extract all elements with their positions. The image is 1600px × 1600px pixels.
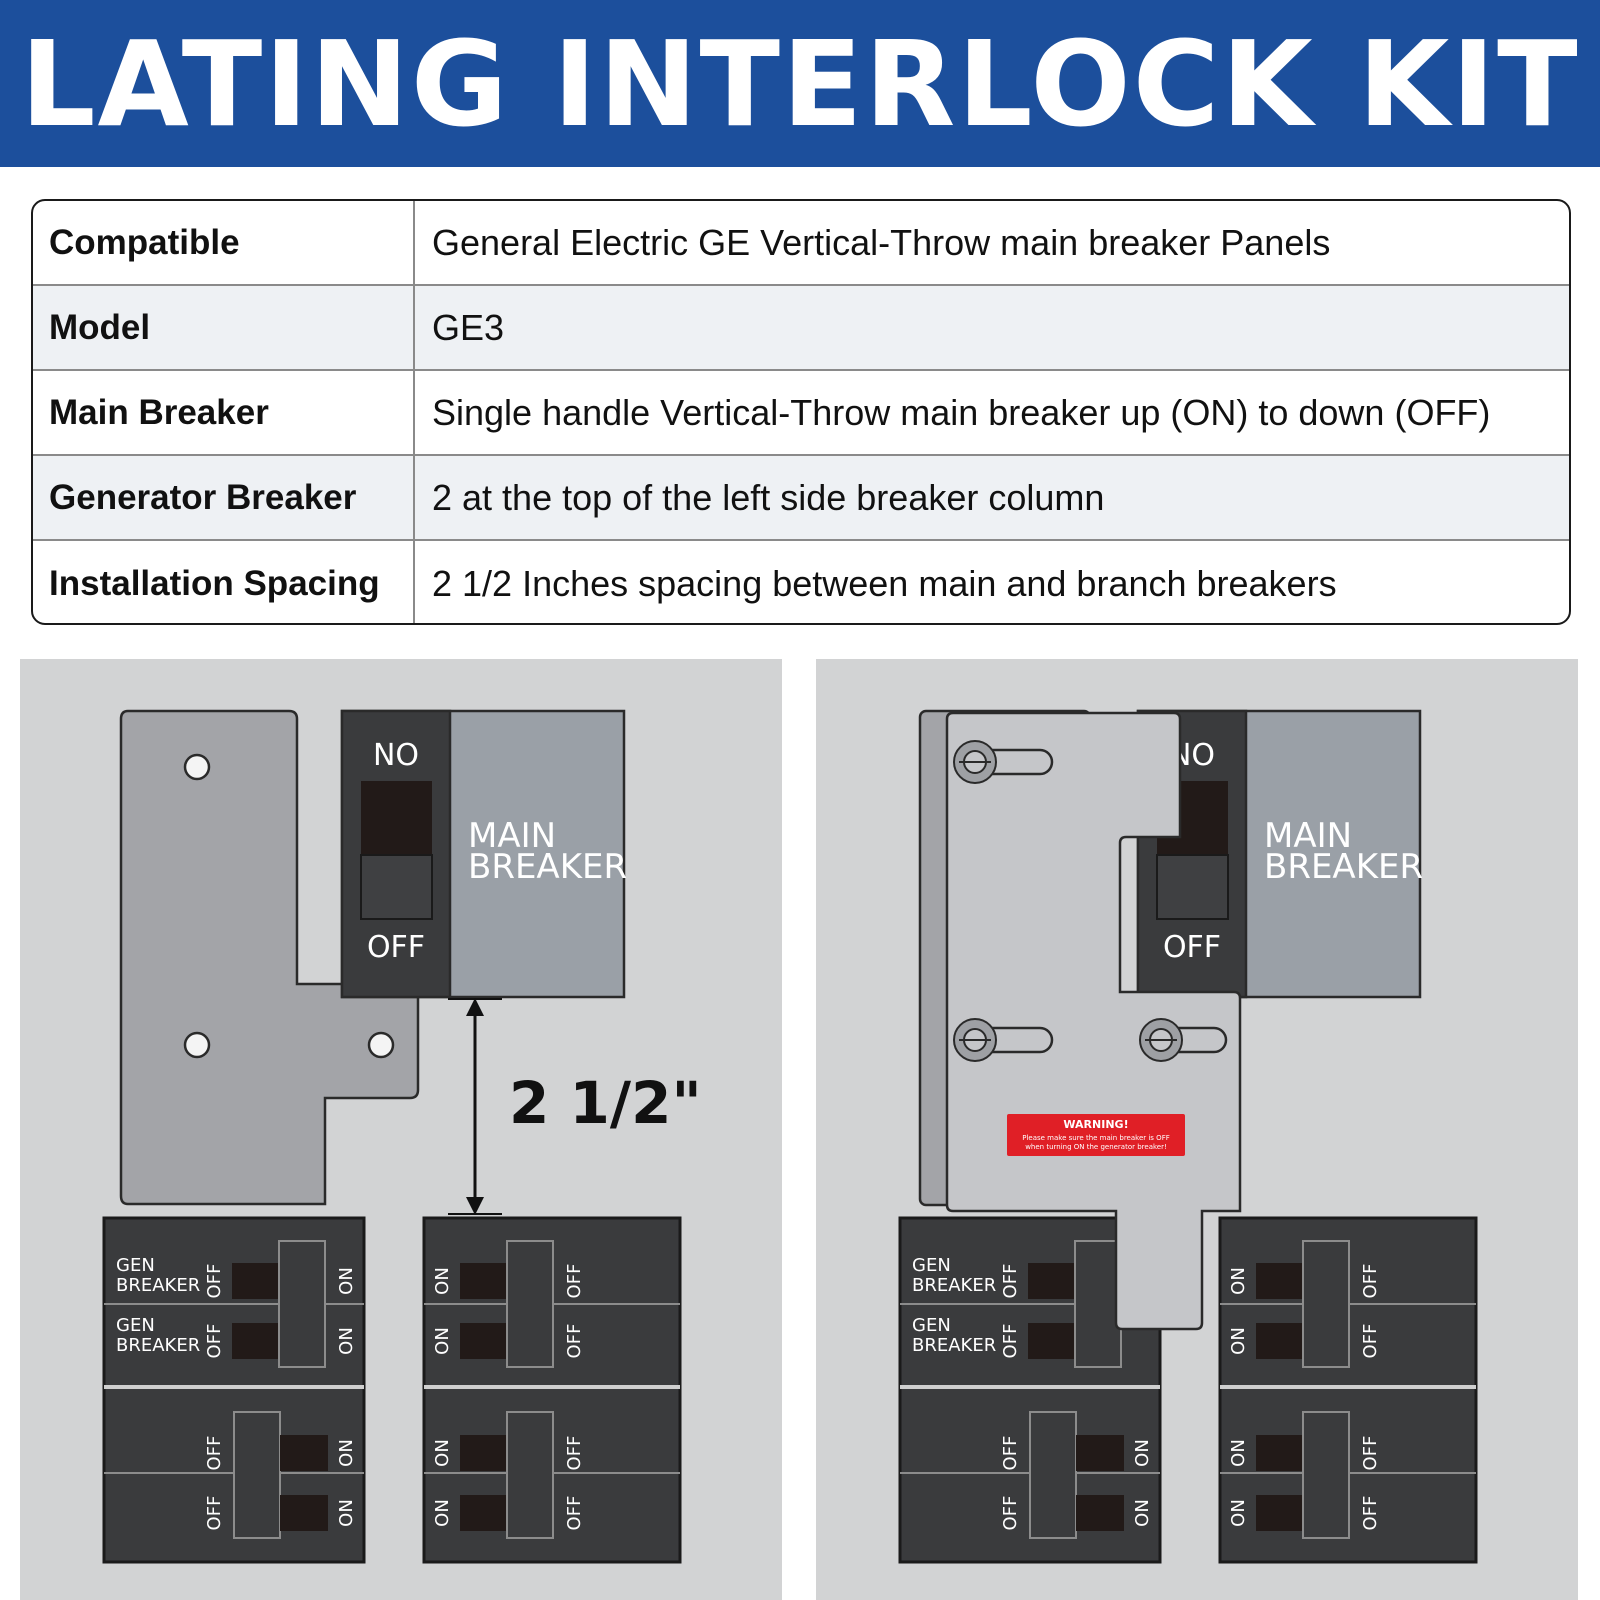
off-label: OFF bbox=[564, 1436, 585, 1471]
off-label: OFF bbox=[564, 1324, 585, 1359]
off-label: OFF bbox=[204, 1324, 225, 1359]
spec-row-compatible: Compatible General Electric GE Vertical-… bbox=[33, 201, 1569, 286]
main-breaker-handle bbox=[360, 854, 433, 920]
spec-value: 2 1/2 Inches spacing between main and br… bbox=[432, 562, 1337, 604]
gen-breaker-handle-tie bbox=[278, 1240, 326, 1368]
off-label: OFF bbox=[1000, 1264, 1021, 1299]
interlock-bracket bbox=[119, 709, 420, 1206]
on-label: ON bbox=[1132, 1499, 1153, 1527]
spacing-dimension: 2 1/2" bbox=[448, 998, 702, 1215]
main-handle-bottom-label: OFF bbox=[1163, 930, 1221, 965]
breaker-column-right: ON ON OFF OFF ON ON OFF OFF bbox=[1218, 1216, 1478, 1564]
panel-spacing-svg: NO OFF MAIN BREAKER 2 1/2" GEN BREAKER G… bbox=[102, 709, 702, 1564]
spec-label: Model bbox=[33, 286, 415, 369]
off-label: OFF bbox=[564, 1264, 585, 1299]
gen-breaker-label: BREAKER bbox=[912, 1275, 996, 1296]
off-label: OFF bbox=[564, 1496, 585, 1531]
branch-breaker-handle-tie bbox=[506, 1240, 554, 1368]
on-label: ON bbox=[336, 1439, 357, 1467]
branch-breaker-handle-tie bbox=[1302, 1240, 1350, 1368]
main-breaker-handle bbox=[1156, 854, 1229, 920]
spec-value: GE3 bbox=[432, 306, 505, 348]
on-label: ON bbox=[1228, 1499, 1249, 1527]
off-label: OFF bbox=[204, 1496, 225, 1531]
main-handle-bottom-label: OFF bbox=[367, 930, 425, 965]
off-label: OFF bbox=[1360, 1264, 1381, 1299]
warning-text: when turning ON the generator breaker! bbox=[1025, 1143, 1167, 1151]
spec-value: General Electric GE Vertical-Throw main … bbox=[432, 221, 1331, 263]
spec-value: Single handle Vertical-Throw main breake… bbox=[432, 391, 1491, 433]
on-label: ON bbox=[1228, 1439, 1249, 1467]
off-label: OFF bbox=[1360, 1436, 1381, 1471]
panel-installed-svg: NO OFF MAIN BREAKER GEN BREAKER GEN BREA… bbox=[898, 709, 1478, 1564]
off-label: OFF bbox=[1360, 1324, 1381, 1359]
gen-breaker-label: BREAKER bbox=[912, 1335, 996, 1356]
warning-label: WARNING! Please make sure the main break… bbox=[1007, 1114, 1185, 1156]
gen-breaker-label: GEN bbox=[116, 1315, 155, 1336]
interlock-plate: WARNING! Please make sure the main break… bbox=[945, 711, 1242, 1331]
gen-breaker-label: GEN bbox=[912, 1315, 951, 1336]
gen-breaker-handle-tie bbox=[1074, 1240, 1122, 1368]
on-label: ON bbox=[336, 1499, 357, 1527]
gen-breaker-label: BREAKER bbox=[116, 1335, 200, 1356]
diagram-panel-installed: NO OFF MAIN BREAKER GEN BREAKER GEN BREA… bbox=[816, 659, 1578, 1600]
main-breaker: NO OFF MAIN BREAKER bbox=[1136, 709, 1423, 999]
main-handle-top-label: NO bbox=[373, 738, 419, 773]
spec-row-generator-breaker: Generator Breaker 2 at the top of the le… bbox=[33, 456, 1569, 541]
off-label: OFF bbox=[1000, 1436, 1021, 1471]
main-breaker-label: MAIN bbox=[468, 816, 556, 856]
warning-text: Please make sure the main breaker is OFF bbox=[1022, 1134, 1170, 1142]
branch-breaker-handle-tie bbox=[506, 1411, 554, 1539]
gen-breaker-label: GEN bbox=[116, 1255, 155, 1276]
bracket-hole bbox=[183, 1031, 211, 1059]
spacing-dimension-label: 2 1/2" bbox=[509, 1069, 702, 1137]
on-label: ON bbox=[432, 1267, 453, 1295]
warning-title: WARNING! bbox=[1063, 1118, 1128, 1131]
slot-screw bbox=[953, 1018, 1054, 1062]
diagram-panel-spacing: NO OFF MAIN BREAKER 2 1/2" GEN BREAKER G… bbox=[20, 659, 782, 1600]
on-label: ON bbox=[1132, 1439, 1153, 1467]
on-label: ON bbox=[432, 1499, 453, 1527]
spec-value: 2 at the top of the left side breaker co… bbox=[432, 476, 1105, 518]
page-title: LATING INTERLOCK KIT bbox=[20, 14, 1580, 153]
spec-row-installation-spacing: Installation Spacing 2 1/2 Inches spacin… bbox=[33, 541, 1569, 623]
spec-table: Compatible General Electric GE Vertical-… bbox=[31, 199, 1571, 625]
title-banner: LATING INTERLOCK KIT bbox=[0, 0, 1600, 167]
on-label: ON bbox=[1228, 1327, 1249, 1355]
main-breaker: NO OFF MAIN BREAKER bbox=[340, 709, 627, 999]
off-label: OFF bbox=[204, 1264, 225, 1299]
on-label: ON bbox=[432, 1439, 453, 1467]
off-label: OFF bbox=[1000, 1324, 1021, 1359]
slot-screw bbox=[1139, 1018, 1228, 1062]
off-label: OFF bbox=[1000, 1496, 1021, 1531]
branch-breaker-handle-tie bbox=[233, 1411, 281, 1539]
bracket-hole bbox=[183, 753, 211, 781]
spec-label: Compatible bbox=[33, 201, 415, 284]
gen-breaker-label: BREAKER bbox=[116, 1275, 200, 1296]
main-breaker-label: MAIN bbox=[1264, 816, 1352, 856]
bracket-hole bbox=[367, 1031, 395, 1059]
breaker-column-right: ON ON OFF OFF ON ON OFF OFF bbox=[422, 1216, 682, 1564]
on-label: ON bbox=[432, 1327, 453, 1355]
spec-row-main-breaker: Main Breaker Single handle Vertical-Thro… bbox=[33, 371, 1569, 456]
main-breaker-label: BREAKER bbox=[1264, 847, 1423, 887]
gen-breaker-label: GEN bbox=[912, 1255, 951, 1276]
on-label: ON bbox=[336, 1327, 357, 1355]
main-breaker-label: BREAKER bbox=[468, 847, 627, 887]
on-label: ON bbox=[336, 1267, 357, 1295]
branch-breaker-handle-tie bbox=[1029, 1411, 1077, 1539]
breaker-column-left: GEN BREAKER GEN BREAKER OFF OFF ON ON OF… bbox=[102, 1216, 366, 1564]
spec-label: Main Breaker bbox=[33, 371, 415, 454]
off-label: OFF bbox=[204, 1436, 225, 1471]
spec-row-model: Model GE3 bbox=[33, 286, 1569, 371]
on-label: ON bbox=[1228, 1267, 1249, 1295]
branch-breaker-handle-tie bbox=[1302, 1411, 1350, 1539]
spec-label: Installation Spacing bbox=[33, 541, 415, 623]
slot-screw bbox=[953, 740, 1054, 784]
spec-label: Generator Breaker bbox=[33, 456, 415, 539]
off-label: OFF bbox=[1360, 1496, 1381, 1531]
